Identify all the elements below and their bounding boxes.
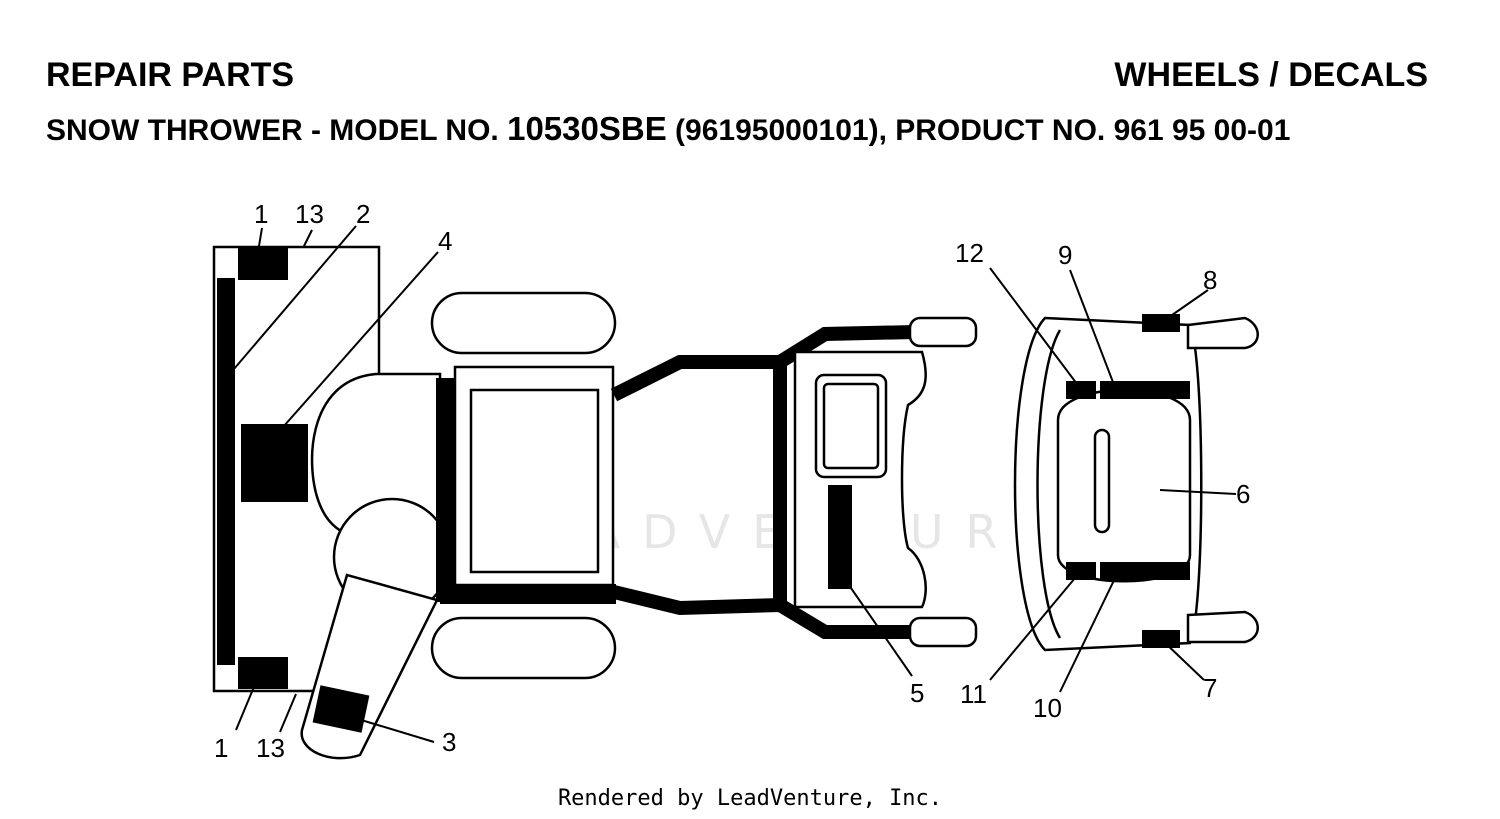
decal-10 <box>1100 562 1190 580</box>
right-view-rear <box>1013 314 1259 652</box>
footer-credit: Rendered by LeadVenture, Inc. <box>557 786 943 811</box>
callout-8: 8 <box>1203 265 1217 295</box>
decal-3 <box>312 685 370 733</box>
decal-1-top <box>238 248 288 280</box>
callout-10: 10 <box>1033 693 1062 723</box>
rear-slot <box>1093 428 1111 534</box>
model-subtitle: SNOW THROWER - MODEL NO. 10530SBE (96195… <box>46 110 1290 148</box>
callout-4: 4 <box>438 226 452 256</box>
wheel-bottom <box>430 616 617 680</box>
handle-grip-bottom <box>908 616 978 648</box>
section-title: WHEELS / DECALS <box>1114 56 1428 94</box>
left-view-top <box>212 245 978 760</box>
decal-1-bottom <box>238 657 288 689</box>
subtitle-prefix: SNOW THROWER - MODEL NO. <box>46 114 508 147</box>
model-number: 10530SBE <box>507 110 667 147</box>
decal-strip-2 <box>217 278 235 665</box>
frame-band-bottom <box>440 584 616 604</box>
handle-grip-top <box>908 316 978 348</box>
callout-3: 3 <box>442 727 456 757</box>
callout-13-bottom: 13 <box>256 733 285 763</box>
transmission-panel <box>469 388 600 574</box>
callout-6: 6 <box>1236 479 1250 509</box>
callout-5: 5 <box>910 678 924 708</box>
callout-7: 7 <box>1203 673 1217 703</box>
decal-5 <box>828 485 852 589</box>
frame-band-left <box>436 378 456 602</box>
decal-12 <box>1066 381 1096 399</box>
callout-11: 11 <box>960 679 987 709</box>
wheel-top <box>430 291 617 355</box>
callout-numbers: 1 13 2 4 1 13 3 5 12 9 8 6 11 10 7 <box>214 199 1250 763</box>
callout-1-top: 1 <box>254 199 268 229</box>
panel-window-inner <box>822 382 880 470</box>
callout-2: 2 <box>356 199 370 229</box>
callout-9: 9 <box>1058 240 1072 270</box>
page-title: REPAIR PARTS <box>46 56 295 94</box>
rear-cover <box>1056 388 1192 583</box>
decal-7 <box>1142 630 1180 648</box>
decal-8 <box>1142 314 1180 332</box>
callout-12: 12 <box>955 238 984 268</box>
rear-housing-inner <box>1036 329 1062 639</box>
callout-13-top: 13 <box>295 199 324 229</box>
handle-bar-top <box>1186 316 1259 350</box>
leader-lines <box>227 225 1237 743</box>
decal-11 <box>1066 562 1096 580</box>
subtitle-suffix: (96195000101), PRODUCT NO. 961 95 00-01 <box>666 114 1291 147</box>
handle-bar-bottom <box>1186 610 1259 644</box>
callout-1-bottom: 1 <box>214 733 228 763</box>
decal-9 <box>1100 381 1190 399</box>
